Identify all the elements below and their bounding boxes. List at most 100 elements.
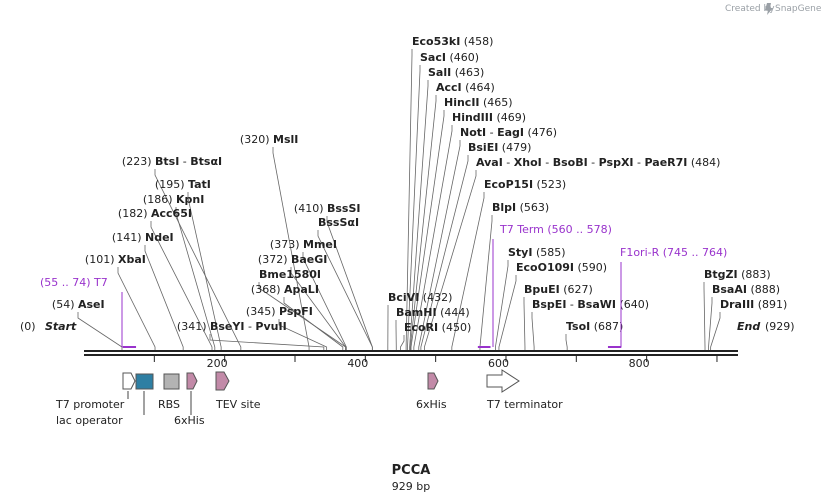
site-label-bcivi[interactable]: BciVI (432) xyxy=(388,291,452,304)
site-label-eco53ki[interactable]: Eco53kI (458) xyxy=(412,35,493,48)
enzyme-name: NdeI xyxy=(145,231,174,244)
site-leader-bsssi xyxy=(326,216,373,350)
primer-t7[interactable]: (55 .. 74) T7 xyxy=(40,276,137,348)
enzyme-name: BpuEI xyxy=(524,283,560,296)
site-label-btgzi[interactable]: BtgZI (883) xyxy=(704,268,771,281)
site-position: (368) xyxy=(251,283,284,296)
site-label-bsssi[interactable]: (410) BssSI xyxy=(294,202,361,215)
site-leader-xbai xyxy=(117,267,156,350)
site-label-apali[interactable]: (368) ApaLI xyxy=(251,283,319,296)
feature-6xhis-2[interactable] xyxy=(427,372,439,390)
enzyme-name: BssSI xyxy=(327,202,361,215)
site-label-saci[interactable]: SacI (460) xyxy=(420,51,479,64)
site-leader-blpi xyxy=(479,215,493,350)
enzyme-name: BtsI xyxy=(155,155,179,168)
site-label-acci[interactable]: AccI (464) xyxy=(436,81,495,94)
site-label-mmei[interactable]: (373) MmeI xyxy=(270,238,337,251)
watermark-prefix: Created by xyxy=(725,4,775,14)
site-label-bseyi[interactable]: (341) BseYI - PvuII xyxy=(177,320,287,333)
site-position: (460) xyxy=(446,51,479,64)
site-position: (141) xyxy=(112,231,145,244)
enzyme-name: PspXI xyxy=(599,156,634,169)
site-label-ecori[interactable]: EcoRI (450) xyxy=(404,321,471,334)
enzyme-name: BaeGI xyxy=(291,253,327,266)
enzyme-separator: - xyxy=(588,156,599,169)
site-label-bme1580i[interactable]: Bme1580I xyxy=(259,268,321,281)
site-position: (585) xyxy=(532,246,565,259)
site-position: (320) xyxy=(240,133,273,146)
enzyme-name: ApaLI xyxy=(284,283,319,296)
site-label-tsoi[interactable]: TsoI (687) xyxy=(566,320,623,333)
feature-lac-operator[interactable] xyxy=(135,373,154,390)
site-label-baegi[interactable]: (372) BaeGI xyxy=(258,253,327,266)
enzyme-name: SalI xyxy=(428,66,451,79)
site-label-bspei[interactable]: BspEI - BsaWI (640) xyxy=(532,298,649,311)
site-leader-saci xyxy=(407,65,421,350)
enzyme-name: PaeR7I xyxy=(645,156,688,169)
site-label-pspfi[interactable]: (345) PspFI xyxy=(246,305,313,318)
feature-label-t7-promoter: T7 promoter xyxy=(55,398,125,411)
feature-t7-terminator[interactable] xyxy=(486,369,520,393)
site-label-ecop15i[interactable]: EcoP15I (523) xyxy=(484,178,566,191)
site-label-ndei[interactable]: (141) NdeI xyxy=(112,231,174,244)
site-label-hincii[interactable]: HincII (465) xyxy=(444,96,513,109)
site-label-bamhi[interactable]: BamHI (444) xyxy=(396,306,470,319)
enzyme-name: MmeI xyxy=(303,238,337,251)
enzyme-name: Eco53kI xyxy=(412,35,460,48)
enzyme-separator: - xyxy=(542,156,553,169)
start-position: (0) xyxy=(20,320,36,333)
site-position: (341) xyxy=(177,320,210,333)
site-label-sali[interactable]: SalI (463) xyxy=(428,66,484,79)
enzyme-name: BsaWI xyxy=(577,298,616,311)
site-label-avai[interactable]: AvaI - XhoI - BsoBI - PspXI - PaeR7I (48… xyxy=(476,156,720,169)
site-leader-asei xyxy=(77,312,123,350)
site-leader-bsss-i xyxy=(317,230,373,350)
site-leader-bme1580i xyxy=(258,282,347,350)
enzyme-name: TatI xyxy=(188,178,211,191)
site-position: (458) xyxy=(460,35,493,48)
site-leader-bsaai xyxy=(708,297,713,350)
site-label-tati[interactable]: (195) TatI xyxy=(155,178,211,191)
feature-tev-site[interactable] xyxy=(215,371,230,391)
site-label-acc65i[interactable]: (182) Acc65I xyxy=(118,207,192,220)
site-label-blpi[interactable]: BlpI (563) xyxy=(492,201,549,214)
enzyme-name: HincII xyxy=(444,96,480,109)
site-label-btsi[interactable]: (223) BtsI - BtsαI xyxy=(122,155,222,168)
site-label-ecoo109i[interactable]: EcoO109I (590) xyxy=(516,261,607,274)
site-label-bpuei[interactable]: BpuEI (627) xyxy=(524,283,593,296)
feature-label-rbs: RBS xyxy=(158,398,180,411)
site-label-bsiei[interactable]: BsiEI (479) xyxy=(468,141,531,154)
site-leader-avai xyxy=(423,170,477,350)
site-leader-btgzi xyxy=(703,282,706,350)
feature-6xhis-1[interactable] xyxy=(186,372,198,390)
site-leader-mmei xyxy=(302,252,347,350)
enzyme-separator: - xyxy=(566,298,577,311)
site-label-bsss-i[interactable]: BssSαI xyxy=(318,216,359,229)
site-label-noti[interactable]: NotI - EagI (476) xyxy=(460,126,557,139)
primer-t7-term[interactable]: T7 Term (560 .. 578) xyxy=(477,223,612,348)
site-position: (186) xyxy=(143,193,176,206)
map-length: 929 bp xyxy=(392,480,430,493)
primers: (55 .. 74) T7 T7 Term (560 .. 578)F1ori-R… xyxy=(40,223,727,348)
site-label-asei[interactable]: (54) AseI xyxy=(52,298,105,311)
site-label-bsaai[interactable]: BsaAI (888) xyxy=(712,283,780,296)
site-label-draiii[interactable]: DraIII (891) xyxy=(720,298,787,311)
feature-rbs[interactable] xyxy=(163,373,180,390)
site-label-xbai[interactable]: (101) XbaI xyxy=(85,253,146,266)
end-label: End xyxy=(737,320,760,333)
site-label-styi[interactable]: StyI (585) xyxy=(508,246,566,259)
site-label-kpni[interactable]: (186) KpnI xyxy=(143,193,204,206)
primer-f1ori-r[interactable]: F1ori-R (745 .. 764) xyxy=(607,246,727,348)
site-position: (182) xyxy=(118,207,151,220)
enzyme-name: KpnI xyxy=(176,193,204,206)
site-leader-kpni xyxy=(175,207,216,350)
site-position: (484) xyxy=(687,156,720,169)
map-title: PCCA xyxy=(392,463,431,478)
site-label-hindiii[interactable]: HindIII (469) xyxy=(452,111,526,124)
feature-t7-promoter[interactable] xyxy=(122,372,136,390)
site-label-msli[interactable]: (320) MslI xyxy=(240,133,298,146)
site-position: (563) xyxy=(516,201,549,214)
enzyme-name: BspEI xyxy=(532,298,566,311)
